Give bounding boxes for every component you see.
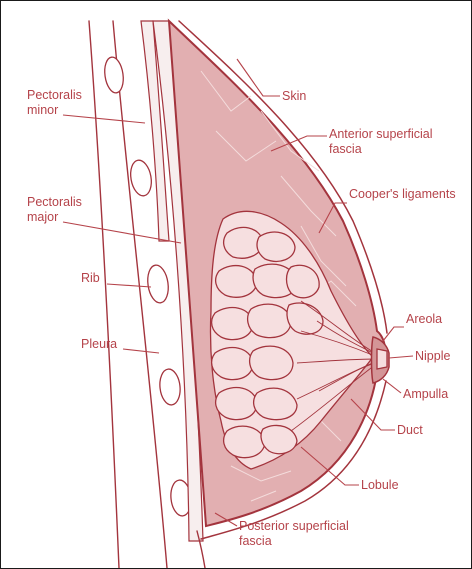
label-anterior-superficial-fascia-line2: fascia [329, 142, 362, 156]
label-coopers-ligaments: Cooper's ligaments [349, 187, 456, 201]
label-ampulla: Ampulla [403, 387, 448, 401]
label-pectoralis-minor: Pectoralis minor [27, 88, 85, 117]
label-skin: Skin [282, 89, 306, 103]
label-posterior-superficial-fascia-line2: fascia [239, 534, 272, 548]
label-rib: Rib [81, 271, 100, 285]
label-posterior-superficial-fascia-line1: Posterior superficial [239, 519, 349, 533]
label-pectoralis-minor-line2: minor [27, 103, 58, 117]
label-pectoralis-minor-line1: Pectoralis [27, 88, 82, 102]
label-duct: Duct [397, 423, 423, 437]
label-anterior-superficial-fascia-line1: Anterior superficial [329, 127, 433, 141]
rib-shape [103, 56, 126, 94]
rib-shape [145, 264, 170, 304]
chest-wall-outer-line [89, 21, 119, 568]
rib-shape [128, 159, 154, 198]
label-lobule: Lobule [361, 478, 399, 492]
rib-shape [158, 368, 182, 406]
label-areola: Areola [406, 312, 442, 326]
label-posterior-superficial-fascia: Posterior superficial fascia [239, 519, 352, 548]
label-pectoralis-major-line1: Pectoralis [27, 195, 82, 209]
label-nipple: Nipple [415, 349, 450, 363]
label-pectoralis-major: Pectoralis major [27, 195, 85, 224]
label-pleura: Pleura [81, 337, 117, 351]
label-pectoralis-major-line2: major [27, 210, 58, 224]
nipple [377, 349, 387, 369]
label-anterior-superficial-fascia: Anterior superficial fascia [329, 127, 436, 156]
